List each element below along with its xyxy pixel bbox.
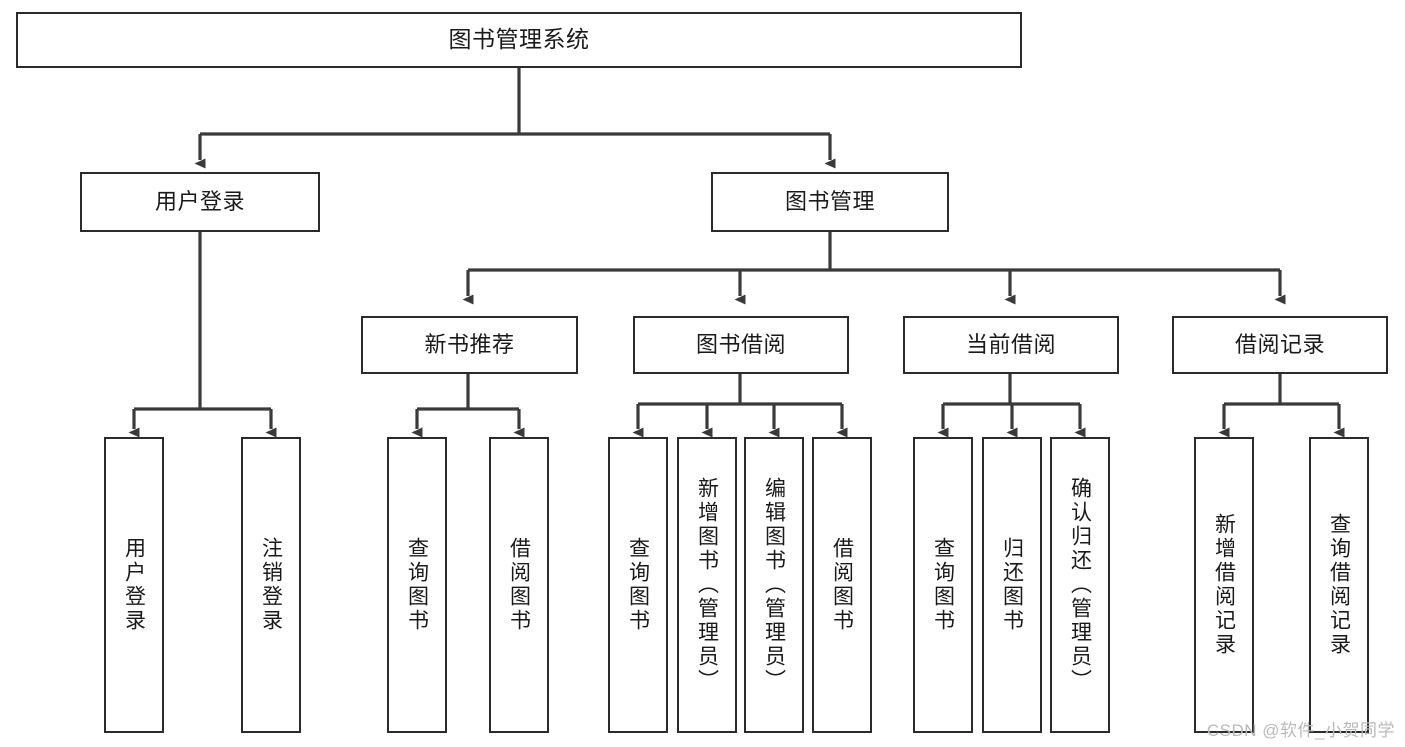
- node-leaf-borrow-book-2[interactable]: 借阅图书: [812, 437, 872, 733]
- node-leaf-edit-book-label: 编辑图书（管理员）: [762, 477, 786, 693]
- node-leaf-user-login-label: 用户登录: [122, 537, 146, 633]
- node-new-book-rec-label: 新书推荐: [424, 332, 515, 358]
- node-user-login[interactable]: 用户登录: [80, 172, 320, 232]
- node-leaf-confirm-return-label: 确认归还（管理员）: [1068, 477, 1092, 693]
- node-leaf-logout-label: 注销登录: [259, 537, 283, 633]
- node-current-borrow[interactable]: 当前借阅: [903, 316, 1119, 374]
- node-leaf-add-book-label: 新增图书（管理员）: [695, 477, 719, 693]
- node-leaf-return-book-label: 归还图书: [1000, 537, 1024, 633]
- node-leaf-logout[interactable]: 注销登录: [241, 437, 301, 733]
- node-leaf-query-book-2[interactable]: 查询图书: [608, 437, 668, 733]
- node-leaf-borrow-book-2-label: 借阅图书: [830, 537, 854, 633]
- node-leaf-query-book-1-label: 查询图书: [405, 537, 429, 633]
- node-leaf-add-record[interactable]: 新增借阅记录: [1194, 437, 1254, 733]
- node-leaf-query-book-3[interactable]: 查询图书: [913, 437, 973, 733]
- node-leaf-return-book[interactable]: 归还图书: [982, 437, 1042, 733]
- node-leaf-confirm-return[interactable]: 确认归还（管理员）: [1050, 437, 1110, 733]
- node-leaf-query-book-3-label: 查询图书: [931, 537, 955, 633]
- node-leaf-query-record[interactable]: 查询借阅记录: [1309, 437, 1369, 733]
- node-current-borrow-label: 当前借阅: [965, 332, 1056, 358]
- node-borrow-record-label: 借阅记录: [1234, 332, 1325, 358]
- node-book-borrow[interactable]: 图书借阅: [633, 316, 849, 374]
- node-leaf-borrow-book-1[interactable]: 借阅图书: [489, 437, 549, 733]
- node-leaf-user-login[interactable]: 用户登录: [104, 437, 164, 733]
- node-leaf-query-record-label: 查询借阅记录: [1327, 513, 1351, 657]
- node-leaf-add-book[interactable]: 新增图书（管理员）: [677, 437, 737, 733]
- node-leaf-add-record-label: 新增借阅记录: [1212, 513, 1236, 657]
- node-leaf-query-book-1[interactable]: 查询图书: [387, 437, 447, 733]
- node-borrow-record[interactable]: 借阅记录: [1172, 316, 1388, 374]
- node-leaf-edit-book[interactable]: 编辑图书（管理员）: [744, 437, 804, 733]
- node-book-manage-label: 图书管理: [784, 189, 875, 215]
- node-root-label: 图书管理系统: [448, 26, 590, 53]
- node-leaf-query-book-2-label: 查询图书: [626, 537, 650, 633]
- node-leaf-borrow-book-1-label: 借阅图书: [507, 537, 531, 633]
- node-user-login-label: 用户登录: [154, 189, 245, 215]
- node-book-borrow-label: 图书借阅: [695, 332, 786, 358]
- node-new-book-rec[interactable]: 新书推荐: [361, 316, 578, 374]
- node-book-manage[interactable]: 图书管理: [711, 172, 949, 232]
- node-root[interactable]: 图书管理系统: [16, 12, 1022, 68]
